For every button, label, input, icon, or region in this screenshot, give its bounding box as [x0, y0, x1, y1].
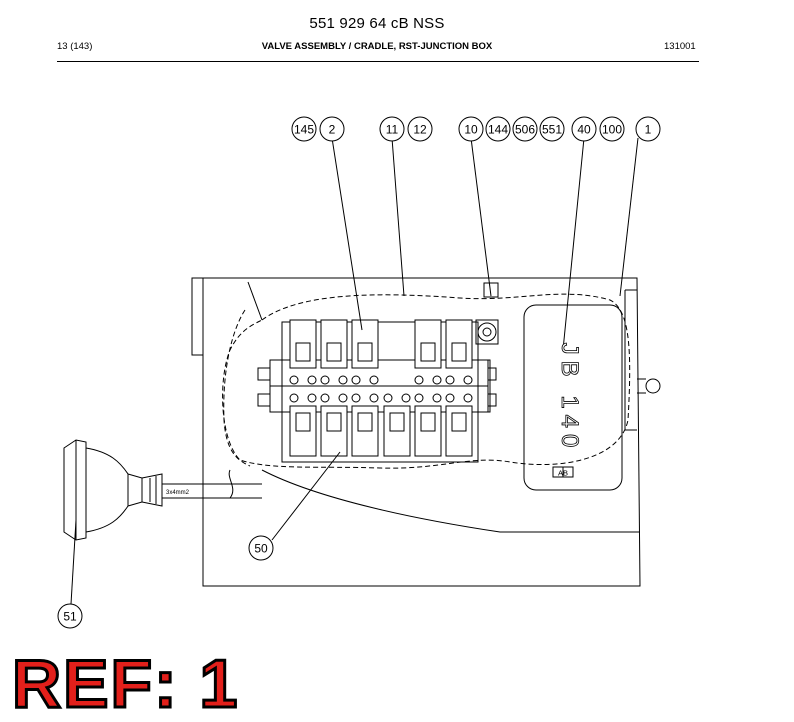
manifold-screws — [289, 375, 473, 403]
callout-144-label: 144 — [488, 123, 508, 137]
callout-144 — [485, 116, 511, 142]
callout-100 — [599, 116, 625, 142]
callout-10 — [458, 116, 484, 142]
jb140-enclosure — [523, 304, 623, 491]
header-rule — [57, 61, 699, 62]
cable-route-dashed-2 — [223, 309, 251, 467]
bracket — [483, 282, 499, 298]
callout-506-label: 506 — [515, 123, 535, 137]
callout-40 — [571, 116, 597, 142]
callout-51-label: 51 — [63, 610, 77, 624]
cable-size-label: 3x4mm2 — [166, 490, 190, 496]
side-rail — [624, 289, 637, 431]
valve-coils-top — [289, 319, 473, 369]
callout-51 — [57, 603, 83, 629]
callout-551-label: 551 — [542, 123, 562, 137]
bolt — [477, 322, 497, 342]
valve-coils-bottom — [289, 405, 473, 457]
jb-ab-label: AB — [558, 469, 568, 478]
cable-route-dashed — [222, 293, 631, 469]
reference-label: REF: 1 — [10, 646, 240, 722]
callout-145 — [291, 116, 317, 142]
callout-1-label: 1 — [645, 123, 652, 137]
callout-506 — [512, 116, 538, 142]
wire-curve — [228, 281, 263, 499]
callout-50-label: 50 — [254, 542, 268, 556]
callout-50 — [248, 535, 274, 561]
jb140-label: JB 140 — [556, 343, 583, 454]
cable — [162, 483, 262, 499]
callout-11-label: 11 — [386, 123, 399, 137]
callout-11 — [379, 116, 405, 142]
cradle-plate — [191, 277, 641, 587]
cable-tray-edge — [261, 469, 640, 533]
callout-100-label: 100 — [602, 123, 622, 137]
document-code: 131001 — [664, 41, 696, 52]
page-number: 13 (143) — [57, 41, 93, 52]
mounting-knob — [645, 378, 661, 394]
callout-2 — [319, 116, 345, 142]
callout-551 — [539, 116, 565, 142]
callout-12 — [407, 116, 433, 142]
callout-40-label: 40 — [577, 123, 591, 137]
callout-145-label: 145 — [294, 123, 314, 137]
callout-12-label: 12 — [413, 123, 427, 137]
connector-plug — [63, 439, 262, 541]
section-title: VALVE ASSEMBLY / CRADLE, RST-JUNCTION BO… — [261, 41, 493, 52]
plug-boot — [85, 447, 129, 533]
callout-1 — [635, 116, 661, 142]
callout-2-label: 2 — [329, 123, 336, 137]
document-number: 551 929 64 cB NSS — [309, 15, 445, 32]
leader-lines — [70, 137, 639, 605]
callout-10-label: 10 — [464, 123, 478, 137]
